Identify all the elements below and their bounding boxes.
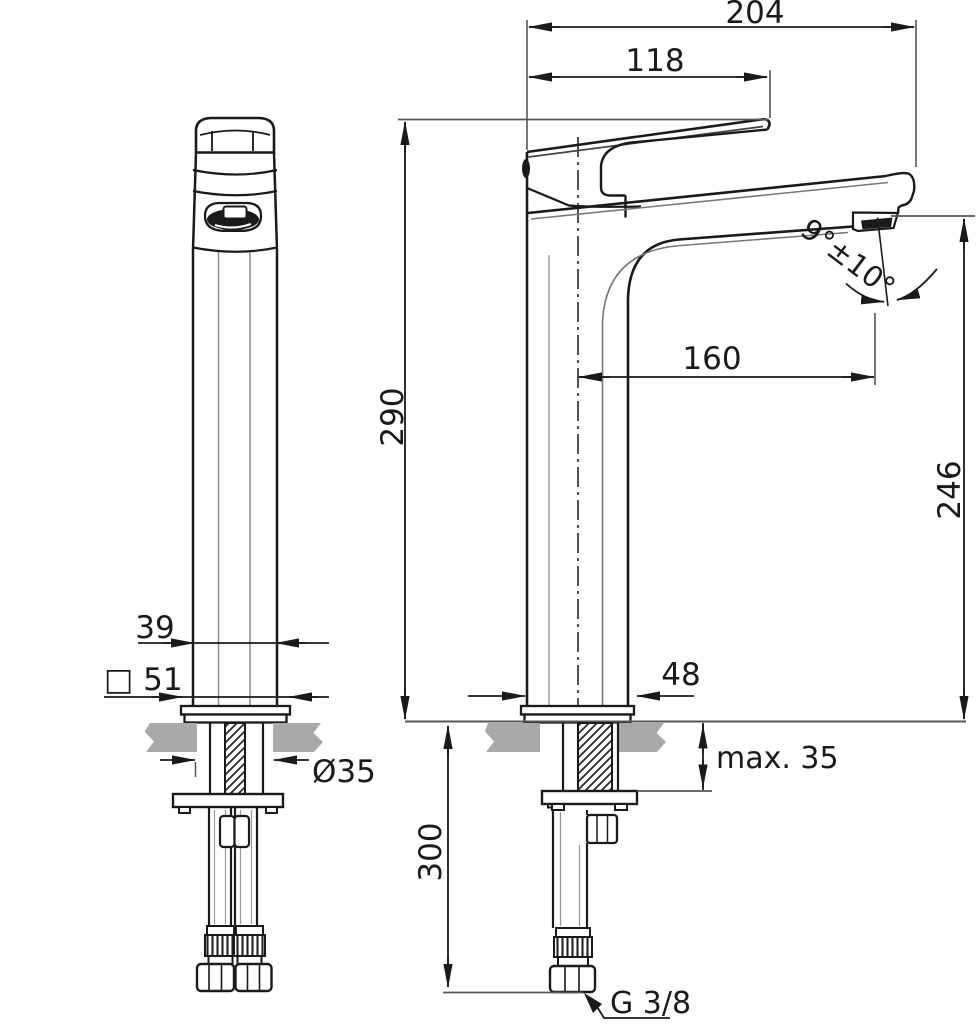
dim-outlet-height: 246 [932,460,968,519]
thread-leader [584,993,670,1019]
side-view: 204 118 290 160 246 9°±10° 48 max. 35 30… [375,0,975,1021]
side-aerator-housing [851,211,900,233]
front-handle-lever-lines [211,131,254,151]
dim-spout-reach: 160 [682,341,741,377]
side-back-hose-nut [585,813,619,845]
front-shank-tube [208,723,265,794]
dim-hose-length: 300 [413,822,449,881]
front-hoses-inner [213,810,253,924]
dim-body-depth: 48 [661,657,700,693]
front-column-highlights [217,252,251,705]
side-base-flange-top [519,704,636,716]
front-aerator-highlight [214,222,252,229]
front-counter-right [273,723,323,752]
thread-leader-line [595,1004,670,1019]
front-hoses-outer [207,807,259,926]
side-spout-top-highlight [530,181,889,220]
dim-thread-size: G 3/8 [610,986,691,1021]
front-hose-nut-left-facets [208,964,223,991]
front-plate-foot-right [265,806,278,814]
side-hose-outer [551,810,589,928]
side-shank-tube [561,723,620,791]
side-threaded-rod [577,722,613,792]
side-handle-lever-top [526,117,771,154]
front-plate-foot-left [178,806,191,814]
side-spout-underside [626,225,854,706]
side-plate-foot-right [614,803,628,811]
side-plate-foot-left [551,803,565,811]
side-handle-grip [599,128,768,197]
side-extension-lines [398,20,975,385]
front-view-dimensions [104,638,329,765]
side-mounting-plate [540,789,639,806]
side-counter-left [485,723,540,752]
side-aerator-opening [861,217,893,230]
dim-total-height: 290 [375,387,411,446]
dim-max-deck-thickness: max. 35 [716,741,839,776]
spout-angle-annotation [845,217,938,307]
angle-arc-left [845,282,885,305]
dim-handle-depth: 118 [625,43,684,79]
front-aerator-divider [222,205,248,220]
side-hose-crimp [553,927,593,967]
front-rod-nut-right [233,814,251,849]
side-spout-underside-highlight [601,231,849,705]
side-spout-top [527,174,887,215]
front-hose-nut-right-facets [246,964,261,991]
dim-hole-diameter: Ø35 [312,754,376,790]
front-hose-crimps [204,925,266,965]
side-hose-inner [559,812,581,926]
front-handle-inner-arc [199,129,271,136]
front-hose-nut-right [234,962,273,993]
side-handle-pivot [522,159,530,178]
front-base-flange-bottom [183,713,288,724]
angle-reference-line [876,217,889,307]
front-column-edges [191,250,279,706]
dim-body-width: 39 [135,610,174,646]
front-hose-nut-left [195,962,236,993]
front-mounting-plate [171,792,285,809]
side-counter-right [618,723,666,752]
front-body-joints [192,168,278,253]
front-handle-cap [194,116,276,154]
side-spout-tip [885,171,916,214]
side-hose-nut-facets [564,966,580,992]
front-rod-nut-left [218,814,236,849]
front-counter-left [144,723,197,752]
front-base-flange-top [179,704,292,716]
dim-base-square: □ 51 [104,662,183,698]
side-dimension-lines [400,22,969,988]
dim-overall-depth: 204 [725,0,784,31]
side-hose-nut [548,964,597,994]
front-view: 39 □ 51 Ø35 [104,116,376,993]
side-back-hose-nut-facets [596,815,609,843]
angle-arc-right [896,268,938,301]
front-threaded-rod [224,722,246,795]
front-body-sides [191,152,279,251]
